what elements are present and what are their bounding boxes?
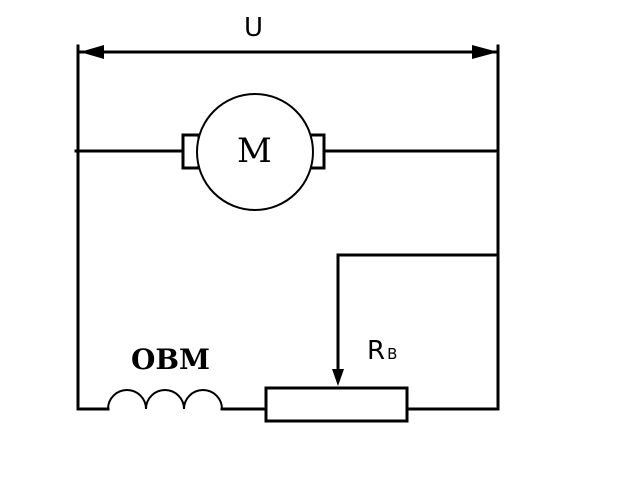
voltage-arrow-left-head <box>80 45 104 59</box>
field-winding-label: ОВМ <box>131 343 211 376</box>
voltage-arrow-right-head <box>472 45 498 59</box>
rheostat-slider-wire <box>336 253 500 374</box>
rheostat-resistor <box>264 386 409 423</box>
rheostat-label-subscript: В <box>387 345 398 363</box>
rheostat-label-main: R <box>367 336 386 366</box>
field-winding-coil <box>107 389 223 410</box>
motor-circle <box>196 93 314 211</box>
rheostat-slider-arrow <box>332 369 344 386</box>
motor-label: M <box>237 131 272 171</box>
voltage-label: U <box>244 13 264 43</box>
